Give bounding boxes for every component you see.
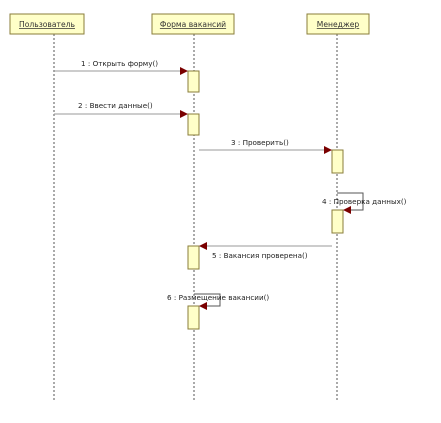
participant-manager[interactable]: Менеджер [306,13,370,35]
activation-manager-2 [331,209,344,234]
participant-user[interactable]: Пользователь [9,13,85,35]
message-3-label: 3 : Проверить() [231,138,289,147]
message-4[interactable]: 4 : Проверка данных() [322,192,407,214]
activation-form-2 [187,113,200,136]
message-2-label: 2 : Ввести данные() [78,101,153,110]
message-3[interactable]: 3 : Проверить() [199,138,332,154]
message-5-label: 5 : Вакансия проверена() [212,251,308,260]
participant-vacancy-form[interactable]: Форма вакансий [151,13,235,35]
activation-form-1 [187,70,200,93]
message-5[interactable]: 5 : Вакансия проверена() [199,242,332,260]
message-4-label: 4 : Проверка данных() [322,197,407,206]
participant-manager-label: Менеджер [317,20,360,29]
activation-form-3 [187,245,200,270]
message-6-label: 6 : Размещение вакансии() [167,293,269,302]
activation-manager-1 [331,149,344,174]
activation-form-4 [187,305,200,330]
message-6[interactable]: 6 : Размещение вакансии() [167,293,269,310]
message-1-label: 1 : Открыть форму() [81,59,158,68]
message-2[interactable]: 2 : Ввести данные() [54,101,188,118]
participant-user-label: Пользователь [19,20,75,29]
participant-vacancy-form-label: Форма вакансий [160,20,226,29]
message-1[interactable]: 1 : Открыть форму() [54,59,188,75]
